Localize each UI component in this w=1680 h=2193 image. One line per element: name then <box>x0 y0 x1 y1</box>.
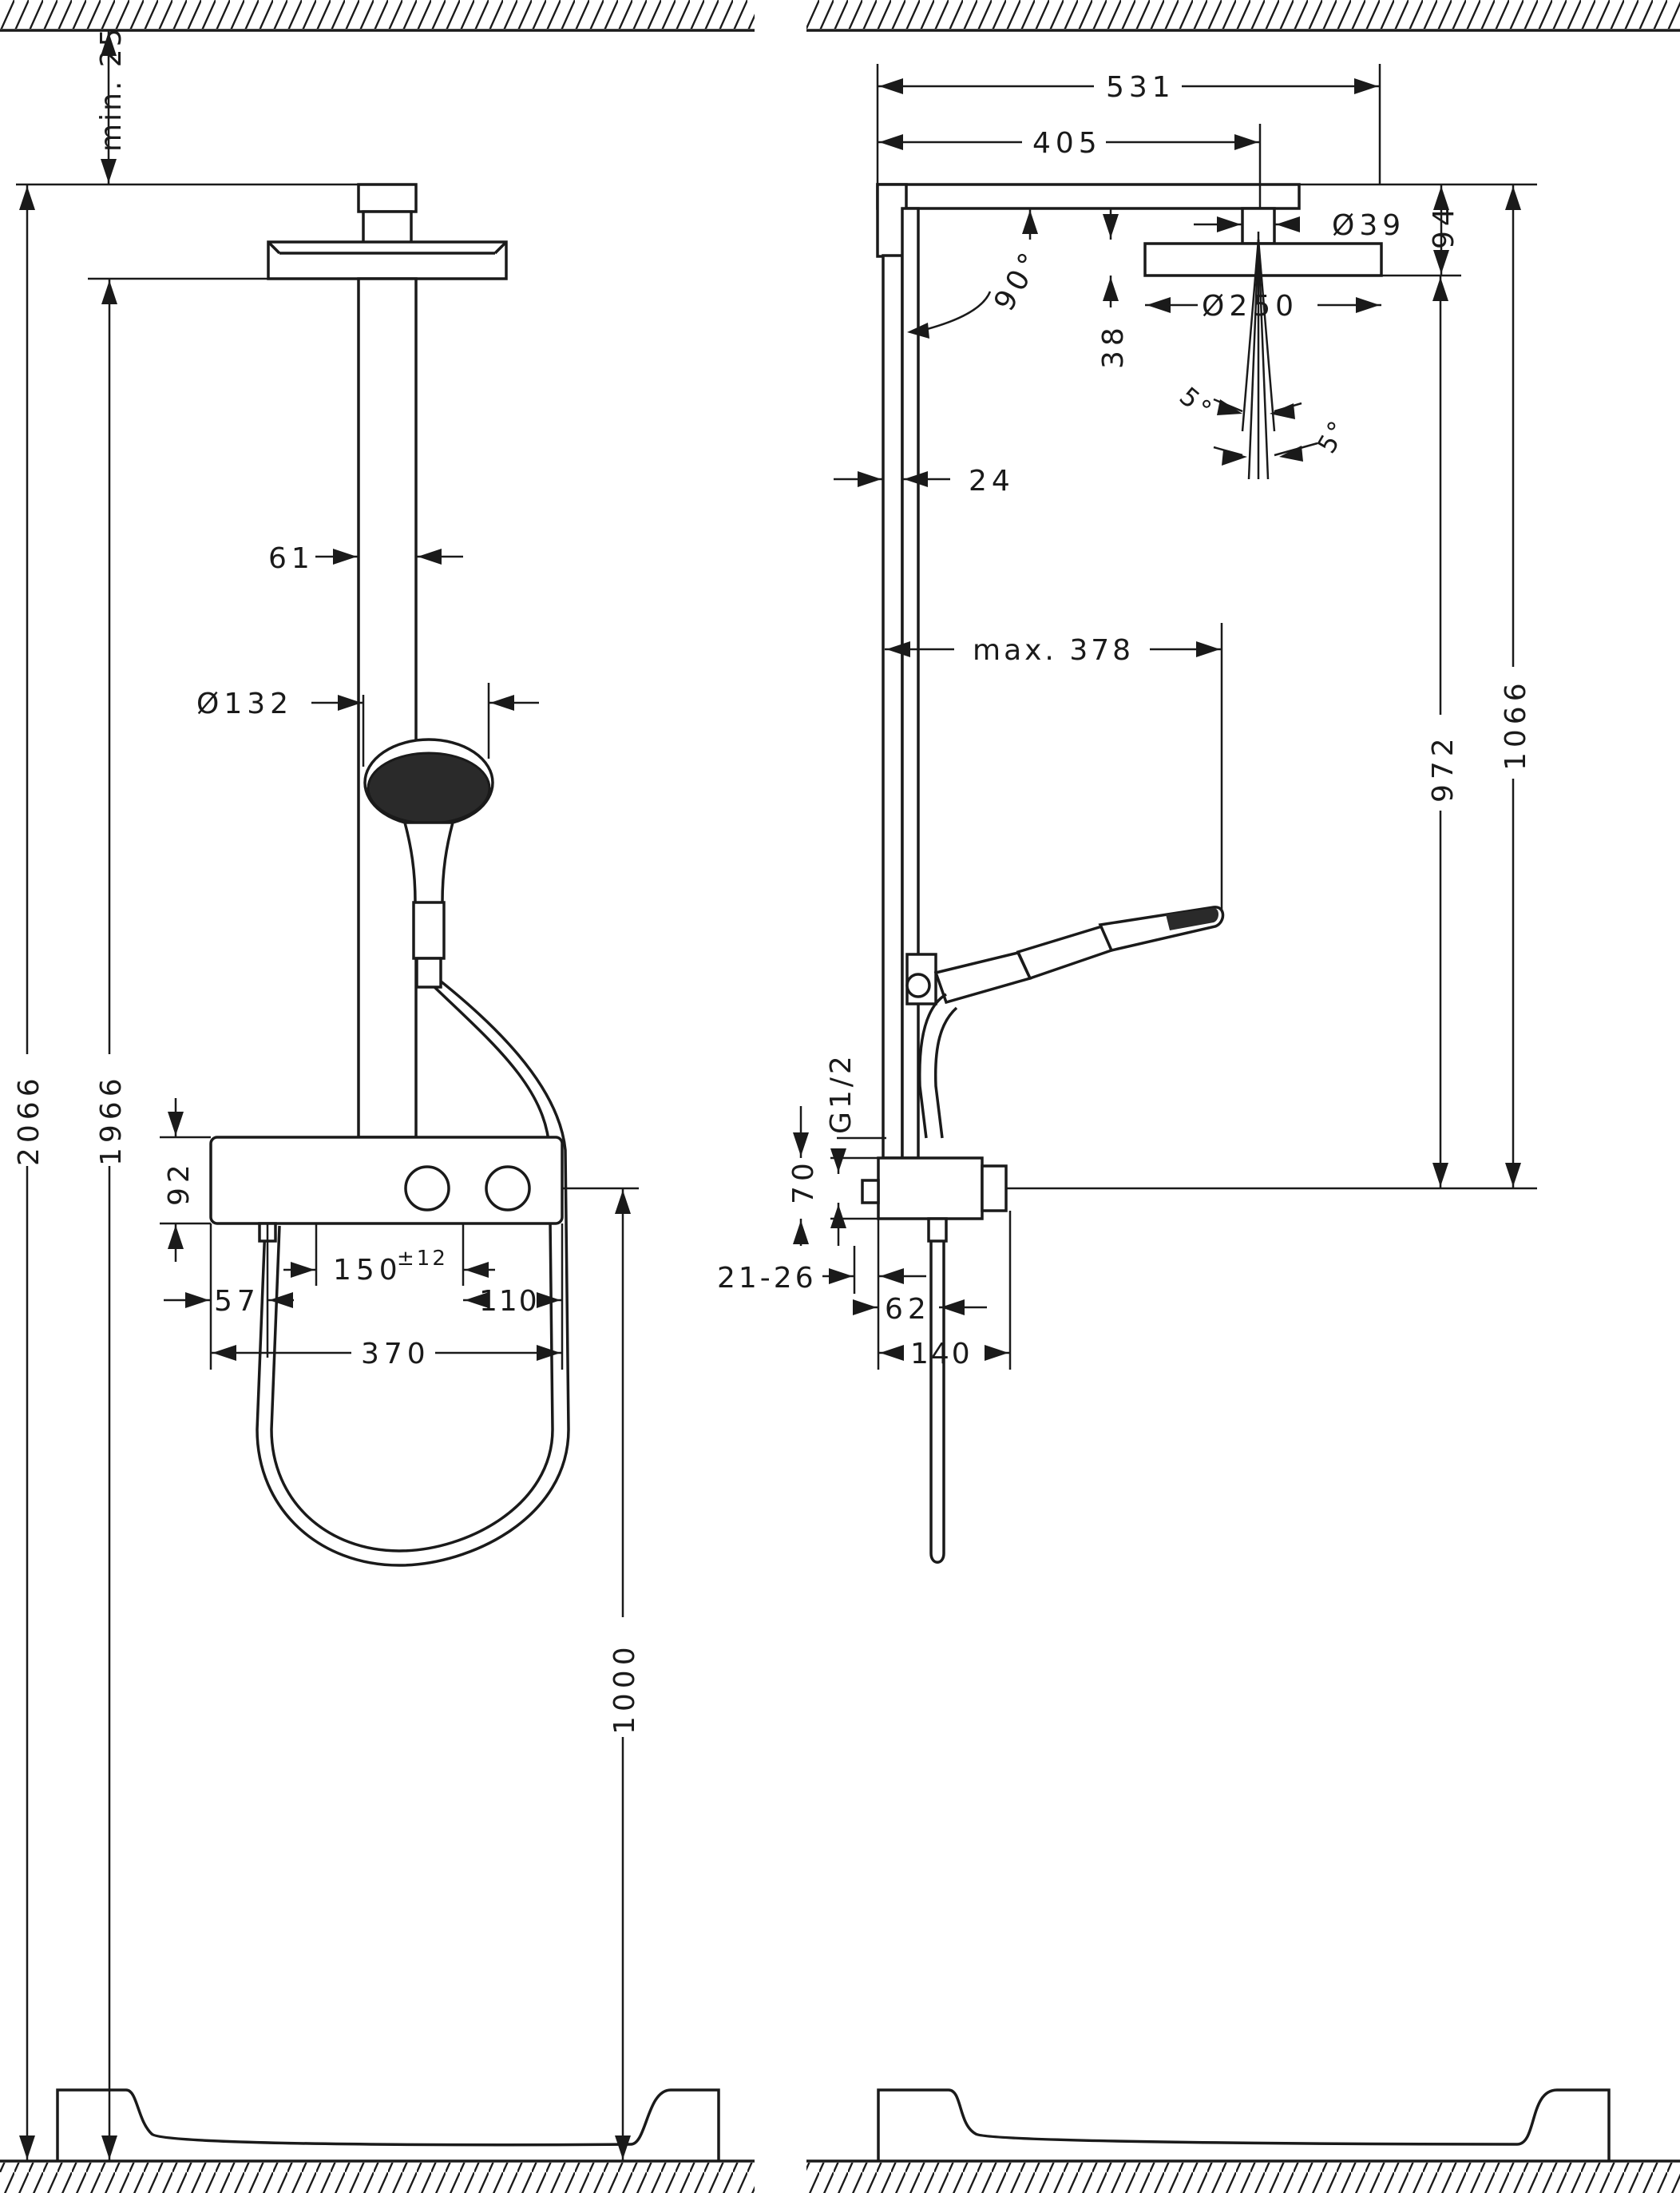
front-hose <box>256 965 570 1567</box>
dim-wall-offset: 21-26 <box>717 1262 817 1295</box>
dim-hand-shower-diameter: Ø132 <box>196 688 293 720</box>
dim-tilt-left: 5° <box>1174 381 1219 426</box>
floor-right <box>806 2159 1680 2193</box>
side-view <box>861 183 1383 1564</box>
dim-left-offset: 57 <box>214 1285 260 1318</box>
dim-inlet-tolerance: ±12 <box>397 1247 448 1271</box>
dim-thermostat-floor-height: 1000 <box>608 1642 641 1735</box>
dim-right-offset: 110 <box>479 1285 539 1318</box>
dim-min-ceiling: min. 25 <box>95 26 128 152</box>
dim-thermostat-width: 370 <box>361 1338 430 1370</box>
dim-thermostat-height: 92 <box>163 1160 196 1206</box>
dim-top-to-inlet: 1066 <box>1500 678 1532 771</box>
dim-hand-shower-reach: max. 378 <box>973 634 1134 667</box>
dim-connection-thread: G1/2 <box>825 1053 858 1134</box>
dim-total-depth: 140 <box>910 1338 973 1370</box>
front-view <box>209 183 570 1567</box>
ceiling-left <box>0 0 755 32</box>
front-knob-right <box>485 1165 531 1212</box>
front-column <box>357 277 418 1139</box>
dim-arm-angle: 90° <box>988 244 1048 316</box>
dim-inlet-height: 70 <box>787 1158 820 1204</box>
dim-head-thickness: 94 <box>1428 203 1460 249</box>
front-overhead-head <box>267 240 508 280</box>
dim-head-drop: 38 <box>1097 323 1130 369</box>
side-dimensions: 531 405 Ø39 94 Ø250 38 90 <box>717 64 1537 1370</box>
ceiling-right <box>806 0 1680 32</box>
dim-arm-center: 405 <box>1032 127 1102 160</box>
dim-tilt-right: 5° <box>1311 414 1354 458</box>
dim-inlet-spacing: 150 <box>333 1254 402 1287</box>
side-rail <box>882 254 904 1160</box>
front-top-connector <box>357 183 418 213</box>
front-dimensions: min. 25 2066 1966 61 Ø132 92 <box>11 26 641 2161</box>
dim-body-depth: 62 <box>885 1293 931 1326</box>
side-arm <box>876 183 1301 210</box>
front-thermostat <box>209 1136 564 1225</box>
dim-column-width: 61 <box>268 542 315 575</box>
dim-head-height: 1966 <box>95 1073 128 1166</box>
dim-head-diameter: Ø250 <box>1202 290 1298 323</box>
floor-left <box>0 2159 755 2193</box>
front-knob-left <box>404 1165 450 1212</box>
shower-tray-left <box>56 2088 720 2161</box>
side-hand-shower <box>905 906 1225 1005</box>
shower-tray-right <box>877 2088 1611 2161</box>
dim-rail-depth: 24 <box>969 465 1015 498</box>
front-hand-shower <box>363 738 494 989</box>
dim-arm-overall: 531 <box>1106 71 1175 104</box>
side-thermostat <box>877 1156 984 1220</box>
dim-head-connector-diameter: Ø39 <box>1332 209 1405 242</box>
side-overhead-head <box>1143 242 1383 277</box>
dim-total-height: 2066 <box>13 1073 46 1166</box>
dim-head-to-inlet: 972 <box>1427 733 1460 803</box>
